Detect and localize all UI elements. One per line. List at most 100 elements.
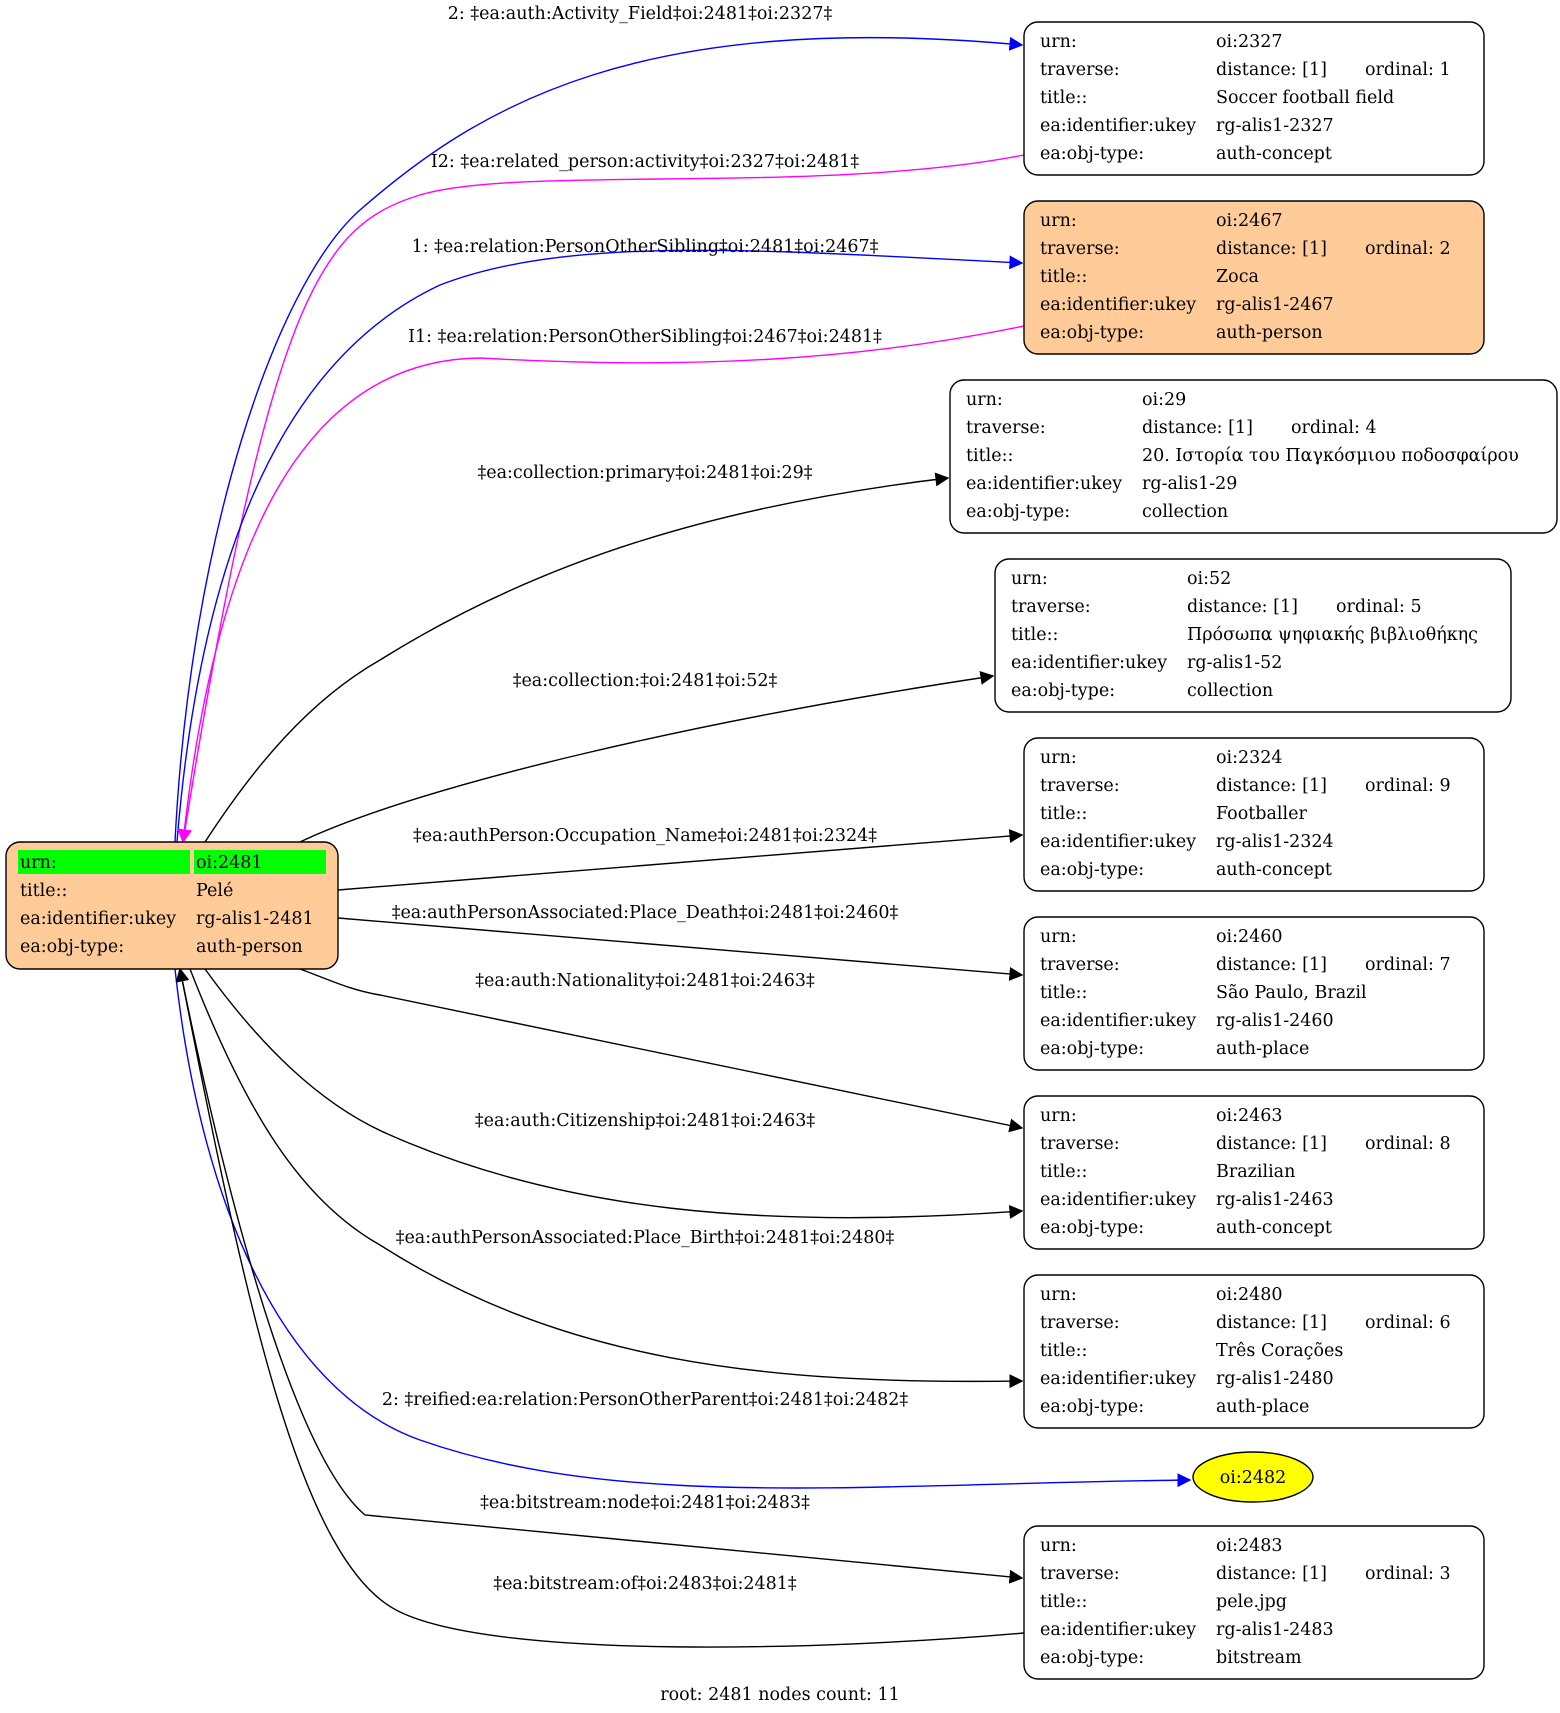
edge-oi-2481-to-oi-29	[204, 472, 950, 843]
node-ordinal: ordinal: 1	[1365, 60, 1451, 80]
blank-node-oi-2482[interactable]: oi:2482	[1192, 1451, 1314, 1503]
node-row-key: urn:	[1040, 1536, 1077, 1556]
node-row-value: collection	[1187, 681, 1273, 701]
node-row-key: urn:	[1011, 569, 1048, 589]
node-row-value: Três Corações	[1216, 1341, 1343, 1361]
node-row-key: title::	[966, 446, 1013, 466]
node-row-key: ea:obj-type:	[1040, 144, 1144, 164]
root-row-value: auth-person	[196, 937, 303, 957]
edge-label: I1: ‡ea:relation:PersonOtherSibling‡oi:2…	[408, 327, 882, 347]
node-row-key: urn:	[1040, 211, 1077, 231]
root-row-key: ea:identifier:ukey	[20, 909, 176, 929]
node-row-key: title::	[1040, 1592, 1087, 1612]
root-row-key: urn:	[20, 853, 57, 873]
node-row-value: auth-concept	[1216, 1218, 1332, 1238]
node-row-key: traverse:	[1040, 955, 1120, 975]
root-row-value: rg-alis1-2481	[196, 909, 314, 929]
root-node[interactable]: urn:oi:2481title::Peléea:identifier:ukey…	[5, 841, 339, 970]
node-box	[1023, 1095, 1485, 1250]
node-box	[994, 558, 1512, 713]
edges-layer: 2: ‡ea:auth:Activity_Field‡oi:2481‡oi:23…	[174, 4, 1192, 1648]
node-row-value: São Paulo, Brazil	[1216, 983, 1367, 1003]
nodes-layer: urn:oi:2481title::Peléea:identifier:ukey…	[5, 21, 1558, 1680]
node-row-key: ea:identifier:ukey	[1040, 295, 1196, 315]
edge-oi-2481-to-oi-2460	[337, 917, 1024, 981]
node-row-value: rg-alis1-2463	[1216, 1190, 1334, 1210]
node-row-key: title::	[1011, 625, 1058, 645]
blank-node-label: oi:2482	[1220, 1468, 1287, 1488]
node-box	[1023, 1525, 1485, 1680]
node-row-value: 20. Ιστορία του Παγκόσμιου ποδοσφαίρου	[1142, 446, 1519, 466]
edge-oi-2481-to-oi-2480	[189, 968, 1024, 1389]
edge-label: ‡ea:auth:Citizenship‡oi:2481‡oi:2463‡	[475, 1111, 815, 1131]
edge-label: ‡ea:bitstream:of‡oi:2483‡oi:2481‡	[493, 1574, 797, 1594]
node-row-value: rg-alis1-2480	[1216, 1369, 1334, 1389]
node-row-key: ea:obj-type:	[1040, 1218, 1144, 1238]
node-ordinal: ordinal: 8	[1365, 1134, 1451, 1154]
root-row-value: Pelé	[196, 881, 233, 901]
node-row-value: oi:2324	[1216, 748, 1283, 768]
node-row-value: distance: [1]	[1216, 1313, 1327, 1333]
edge-oi-2481-to-oi-2327	[174, 36, 1024, 843]
edge-oi-2481-to-oi-2463	[204, 968, 1024, 1219]
node-row-value: oi:2460	[1216, 927, 1283, 947]
node-row-key: traverse:	[1040, 1313, 1120, 1333]
node-ordinal: ordinal: 5	[1336, 597, 1422, 617]
root-row-key: ea:obj-type:	[20, 937, 124, 957]
node-row-value: oi:52	[1187, 569, 1231, 589]
edge-oi-2481-to-oi-2482	[174, 968, 1192, 1489]
root-row-key: title::	[20, 881, 67, 901]
node-row-value: rg-alis1-52	[1187, 653, 1282, 673]
node-row-key: urn:	[966, 390, 1003, 410]
node-row-key: title::	[1040, 804, 1087, 824]
node-ordinal: ordinal: 9	[1365, 776, 1451, 796]
node-ordinal: ordinal: 7	[1365, 955, 1451, 975]
node-row-key: urn:	[1040, 927, 1077, 947]
node-row-value: bitstream	[1216, 1648, 1302, 1668]
node-row-value: oi:2467	[1216, 211, 1283, 231]
node-row-key: traverse:	[1040, 1134, 1120, 1154]
edge-label: ‡ea:collection:primary‡oi:2481‡oi:29‡	[477, 463, 812, 483]
node-row-value: oi:2480	[1216, 1285, 1283, 1305]
node-row-key: ea:identifier:ukey	[1040, 832, 1196, 852]
node-row-value: auth-concept	[1216, 144, 1332, 164]
node-row-key: traverse:	[1040, 1564, 1120, 1584]
edge-label: I2: ‡ea:related_person:activity‡oi:2327‡…	[431, 152, 860, 172]
node-row-key: title::	[1040, 1162, 1087, 1182]
node-box	[1023, 737, 1485, 892]
node-row-key: ea:obj-type:	[1040, 1397, 1144, 1417]
node-row-key: urn:	[1040, 1106, 1077, 1126]
node-row-value: auth-place	[1216, 1397, 1309, 1417]
node-row-key: ea:obj-type:	[966, 502, 1070, 522]
edge-label: ‡ea:collection:‡oi:2481‡oi:52‡	[513, 671, 778, 691]
edge-label: 2: ‡ea:auth:Activity_Field‡oi:2481‡oi:23…	[448, 4, 833, 24]
node-row-value: distance: [1]	[1216, 955, 1327, 975]
node-row-value: rg-alis1-2483	[1216, 1620, 1334, 1640]
edge-label: ‡ea:authPerson:Occupation_Name‡oi:2481‡o…	[413, 826, 877, 846]
node-row-value: auth-place	[1216, 1039, 1309, 1059]
node-row-key: traverse:	[1011, 597, 1091, 617]
node-row-key: urn:	[1040, 1285, 1077, 1305]
node-row-key: ea:identifier:ukey	[1011, 653, 1167, 673]
node-row-key: title::	[1040, 983, 1087, 1003]
node-ordinal: ordinal: 3	[1365, 1564, 1451, 1584]
edge-oi-2483-to-oi-2481	[175, 967, 1025, 1648]
node-row-value: rg-alis1-2460	[1216, 1011, 1334, 1031]
edge-oi-2481-to-oi-2324	[337, 829, 1024, 891]
node-row-key: title::	[1040, 1341, 1087, 1361]
node-row-value: distance: [1]	[1216, 1134, 1327, 1154]
node-row-value: pele.jpg	[1216, 1592, 1287, 1612]
node-row-key: traverse:	[966, 418, 1046, 438]
node-ordinal: ordinal: 6	[1365, 1313, 1451, 1333]
node-row-key: urn:	[1040, 748, 1077, 768]
